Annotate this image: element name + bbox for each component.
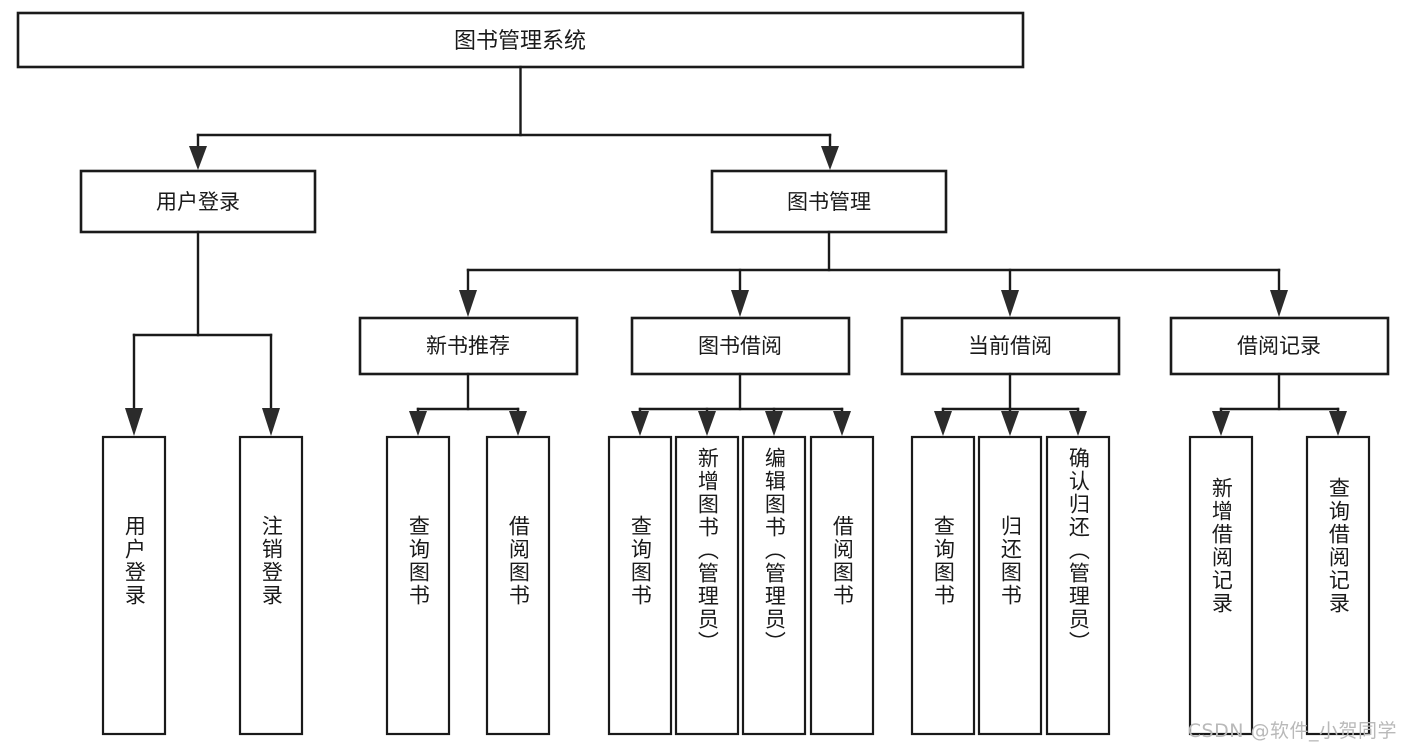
borrow-record-box [1169,316,1390,376]
arrow-to-borrow-record-icon [1270,290,1288,317]
arrow-leaf-edit-book-icon [765,411,783,436]
leaf-edit-book-box[interactable] [741,435,807,736]
arrow-to-book-borrow-icon [731,290,749,317]
node-borrow-record[interactable]: 借阅记录 [1169,316,1390,376]
node-current-borrow[interactable]: 当前借阅 [900,316,1121,376]
book-management-label: 图书管理 [787,190,871,214]
arrow-leaf-add-record-icon [1212,411,1230,436]
borrow-record-label: 借阅记录 [1237,334,1321,358]
user-login-label: 用户登录 [156,190,240,214]
leaf-query-book-2-box[interactable] [607,435,673,736]
leaf-borrow-book-2-box[interactable] [809,435,875,736]
arrow-to-current-borrow-icon [1001,290,1019,317]
node-user-login[interactable]: 用户登录 [79,169,317,234]
arrow-leaf-user-login-icon [125,408,143,436]
leaf-query-record-box[interactable] [1305,435,1371,736]
leaf-user-login-box[interactable] [101,435,167,736]
new-book-recommend-label: 新书推荐 [426,334,510,358]
arrow-to-new-book-recommend-icon [459,290,477,317]
arrow-leaf-query-book-2-icon [631,411,649,436]
arrow-leaf-query-record-icon [1329,411,1347,436]
arrow-leaf-query-book-3-icon [934,411,952,436]
leaf-confirm-return-box[interactable] [1045,435,1111,736]
node-new-book-recommend[interactable]: 新书推荐 [358,316,579,376]
leaf-query-book-1-box[interactable] [385,435,451,736]
leaf-add-record-box[interactable] [1188,435,1254,736]
node-root[interactable]: 图书管理系统 [16,11,1025,69]
arrow-leaf-borrow-book-2-icon [833,411,851,436]
current-borrow-box [900,316,1121,376]
leaf-query-book-3-box[interactable] [910,435,976,736]
leaf-return-book-box[interactable] [977,435,1043,736]
arrow-leaf-query-book-1-icon [409,411,427,436]
root-label: 图书管理系统 [454,29,586,54]
book-borrow-label: 图书借阅 [698,334,782,358]
node-book-borrow[interactable]: 图书借阅 [630,316,851,376]
root-box [16,11,1025,69]
arrow-leaf-confirm-return-icon [1069,411,1087,436]
leaf-add-book-box[interactable] [674,435,740,736]
book-management-box [710,169,948,234]
arrow-to-user-login-icon [189,146,207,170]
arrow-leaf-borrow-book-1-icon [509,411,527,436]
new-book-recommend-box [358,316,579,376]
leaf-borrow-book-1-box[interactable] [485,435,551,736]
arrow-leaf-add-book-icon [698,411,716,436]
leaf-user-logout-box[interactable] [238,435,304,736]
arrow-to-book-management-icon [821,146,839,170]
book-borrow-box [630,316,851,376]
arrow-leaf-return-book-icon [1001,411,1019,436]
arrow-leaf-user-logout-icon [262,408,280,436]
node-book-management[interactable]: 图书管理 [710,169,948,234]
current-borrow-label: 当前借阅 [968,334,1052,358]
